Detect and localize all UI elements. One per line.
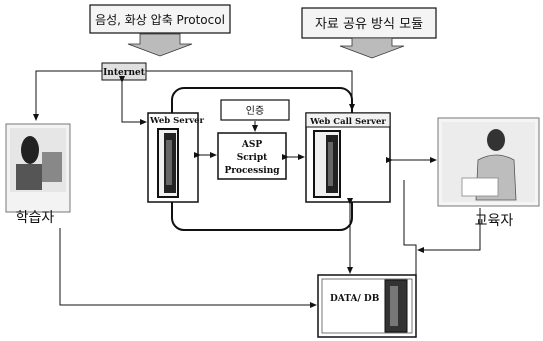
database-label: DATA/ DB (330, 294, 380, 304)
asp-label-line2: Script (237, 153, 268, 163)
protocol-banner-text: 음성, 화상 압축 Protocol (95, 13, 225, 27)
internet-label: Internet (103, 68, 146, 78)
asp-label-line1: ASP (241, 140, 262, 150)
protocol-down-arrow (128, 34, 192, 56)
edge-internet-learner (36, 71, 102, 120)
auth-node: 인증 (221, 100, 289, 120)
asp-script-node: ASP Script Processing (218, 133, 286, 179)
edge-learner-db (60, 228, 316, 305)
edge-educator-db-a (404, 180, 416, 275)
educator-node: 교육자 (438, 118, 539, 229)
database-node: DATA/ DB (318, 275, 416, 337)
internet-node: Internet (102, 63, 146, 80)
web-call-server-label: Web Call Server (309, 117, 386, 127)
learner-node: 학습자 (6, 124, 70, 226)
auth-label: 인증 (246, 105, 264, 117)
edge-internet-webserver (122, 82, 146, 122)
learner-label: 학습자 (16, 210, 55, 226)
asp-label-line3: Processing (224, 166, 280, 176)
edge-educator-db (418, 208, 480, 250)
web-call-server-node: Web Call Server (306, 113, 390, 202)
web-server-node: Web Server (148, 113, 205, 202)
protocol-banner: 음성, 화상 압축 Protocol (90, 5, 230, 33)
web-server-label: Web Server (149, 116, 205, 126)
module-banner: 자료 공유 방식 모듈 (302, 8, 436, 38)
module-banner-text: 자료 공유 방식 모듈 (315, 17, 423, 32)
module-down-arrow (340, 38, 404, 58)
